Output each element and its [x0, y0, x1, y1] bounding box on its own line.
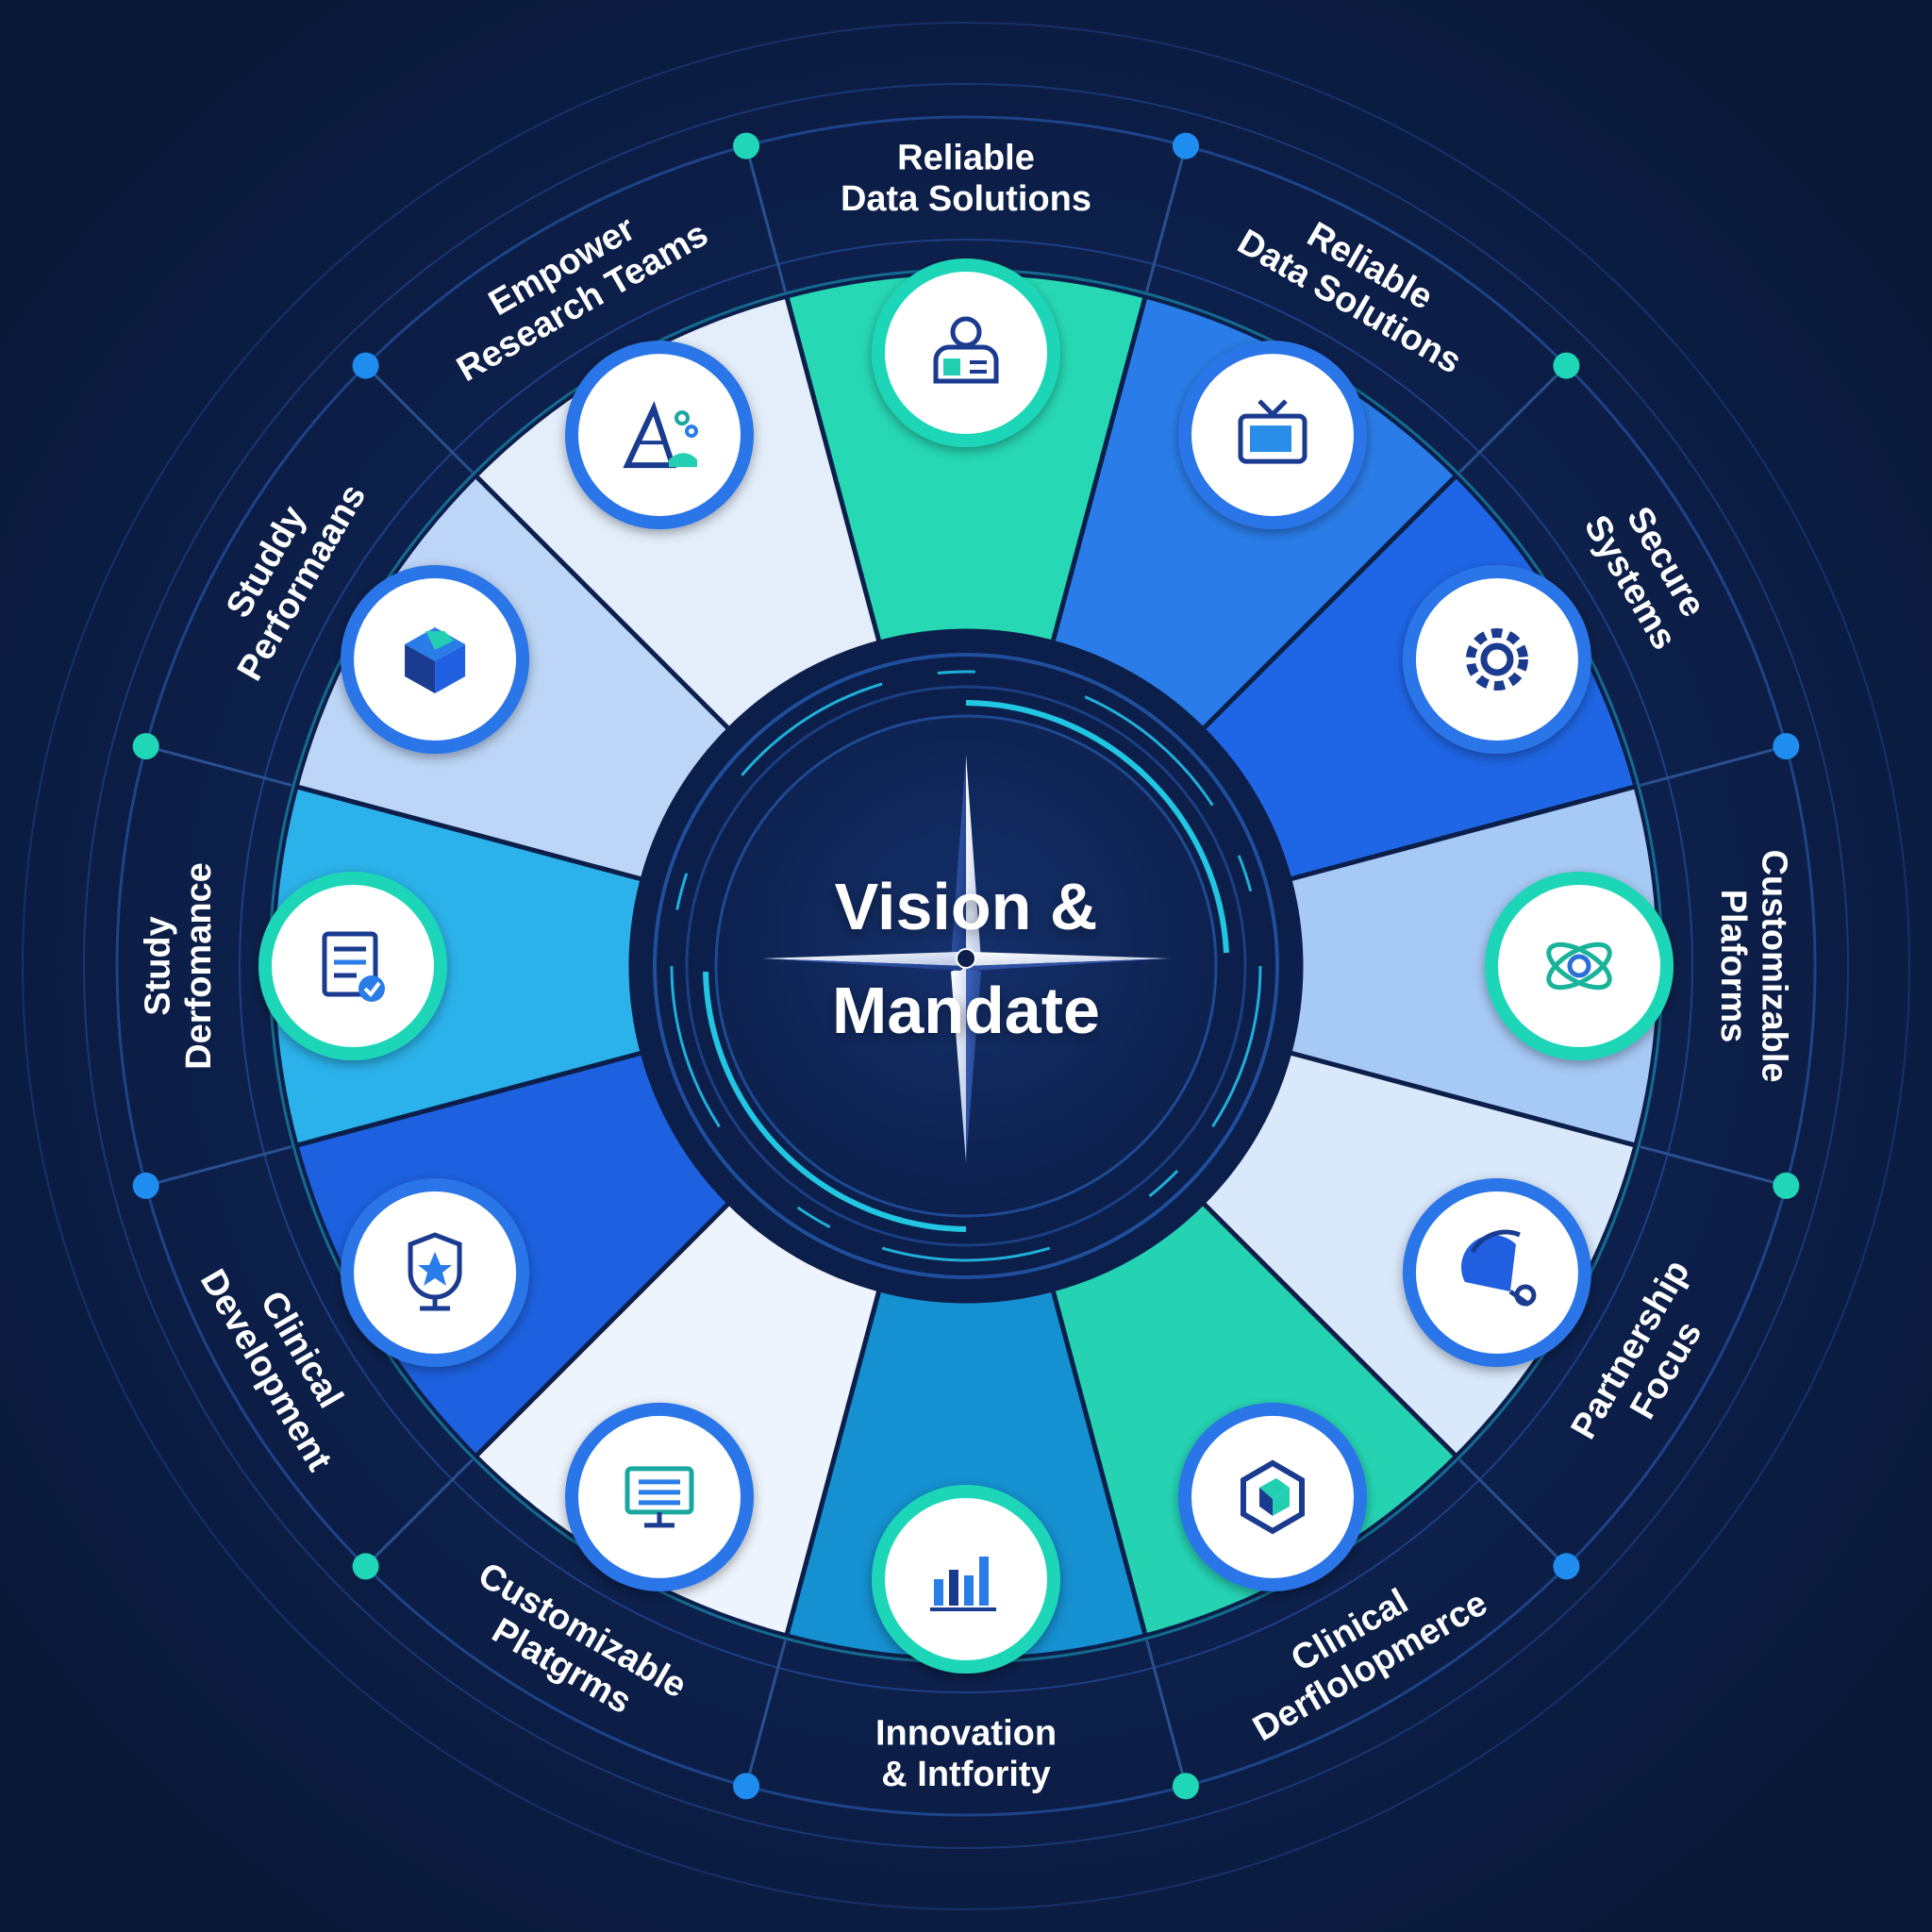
outer-ring-dots: [132, 132, 1800, 1800]
ring-dot: [1553, 1553, 1580, 1580]
hexagon-box-icon: [1241, 1459, 1305, 1535]
spoke-line: [1458, 363, 1569, 474]
segment-badge: [872, 1485, 1060, 1674]
segment-badge: [1178, 341, 1367, 530]
segment-badge: [341, 1178, 530, 1367]
segment-badge: [1178, 1402, 1367, 1591]
ring-dot: [132, 733, 159, 760]
badge-face: [578, 1415, 741, 1578]
spoke-line: [143, 744, 292, 787]
segment-badge: [341, 565, 530, 754]
compass-star-icon: [762, 755, 1170, 1162]
segment-label-line: & Intfority: [881, 1755, 1050, 1794]
segment-label-line: Study: [139, 916, 178, 1016]
monitor-tv-icon: [1238, 399, 1307, 464]
badge-face: [885, 272, 1047, 434]
segment-label-line: Customizable: [1755, 849, 1794, 1082]
spoke-line: [363, 363, 474, 474]
segment-label-line: Plaforms: [1713, 890, 1753, 1043]
segment-label-line: Data Solutions: [841, 179, 1091, 219]
ring-dot: [1773, 733, 1800, 760]
checklist-icon: [322, 931, 385, 1002]
ring-dot: [1773, 1172, 1800, 1199]
badge-face: [1498, 885, 1660, 1047]
ring-dot: [132, 1172, 159, 1199]
bar-chart-icon: [930, 1557, 996, 1611]
segment-badges: [258, 258, 1674, 1674]
spoke-line: [1145, 143, 1188, 292]
ring-dot: [352, 1553, 379, 1580]
satellite-dish-icon: [1461, 1229, 1537, 1307]
wheel-spokes: [143, 143, 1789, 1789]
ring-dot: [1553, 352, 1580, 379]
ring-dot: [352, 352, 379, 379]
atom-orbit-icon: [1546, 941, 1612, 991]
segment-label: StudyDerfomance: [139, 862, 220, 1070]
gear-icon: [1465, 628, 1528, 691]
segment-label-line: Derfomance: [179, 862, 219, 1070]
user-card-icon: [933, 316, 999, 384]
segment-label-line: Reliable: [897, 139, 1035, 178]
segment-badge: [872, 258, 1060, 447]
cube-icon: [405, 627, 466, 693]
center-title-line1: Vision &: [835, 870, 1098, 943]
segment-badge: [1485, 872, 1674, 1060]
segment-badge: [1402, 565, 1591, 754]
badge-face: [578, 354, 741, 517]
ring-dot: [733, 1773, 760, 1800]
ring-dot: [1172, 132, 1199, 159]
spoke-line: [744, 1640, 787, 1789]
spoke-line: [744, 143, 787, 292]
segment-badge: [565, 1402, 754, 1591]
spoke-line: [143, 1145, 292, 1188]
segment-label: Innovation& Intfority: [875, 1714, 1057, 1795]
segment-badge: [565, 341, 754, 530]
badge-face: [1415, 578, 1578, 741]
center-title-line2: Mandate: [832, 974, 1100, 1047]
segment-label-line: Innovation: [875, 1714, 1057, 1754]
badge-face: [272, 885, 434, 1047]
spoke-line: [1640, 1145, 1789, 1188]
ring-dot: [733, 132, 760, 159]
segment-label: CustomizablePlaforms: [1713, 849, 1794, 1082]
monitor-list-icon: [625, 1466, 694, 1528]
lab-flask-icon: [623, 400, 698, 469]
spoke-line: [1145, 1640, 1188, 1789]
segment-badge: [1402, 1178, 1591, 1367]
shield-trophy-icon: [408, 1232, 462, 1311]
segment-badge: [258, 872, 447, 1060]
spoke-line: [1458, 1458, 1569, 1569]
spoke-line: [363, 1458, 474, 1569]
decorative-rings: [22, 22, 1910, 1910]
ring-dot: [1172, 1773, 1199, 1800]
spoke-line: [1640, 744, 1789, 787]
